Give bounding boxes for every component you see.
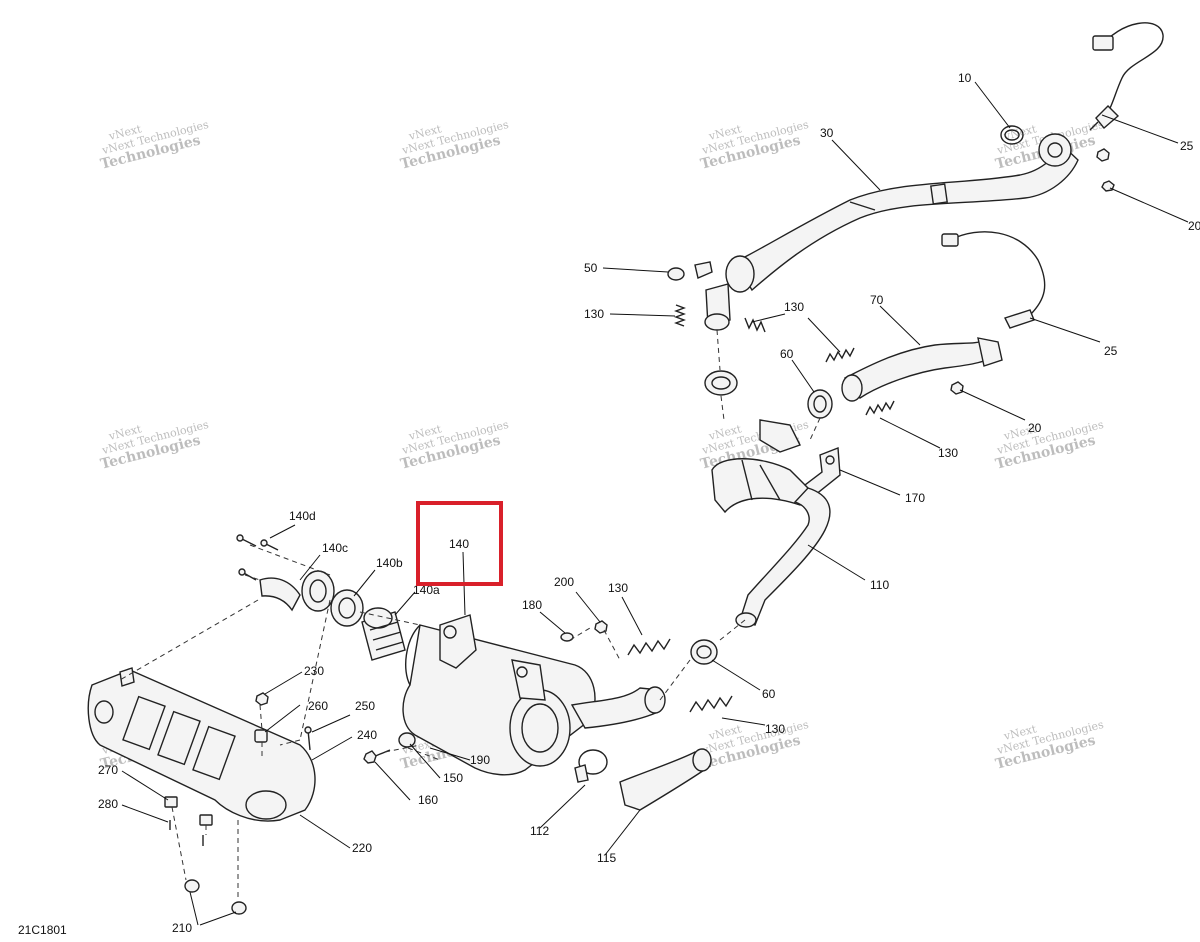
callout-140b[interactable]: 140b — [376, 556, 403, 570]
part-spring-d[interactable] — [865, 400, 895, 416]
part-clip-nut-b[interactable] — [199, 814, 213, 826]
callout-250[interactable]: 250 — [355, 699, 375, 713]
part-nut-230[interactable] — [255, 692, 269, 706]
callout-150[interactable]: 150 — [443, 771, 463, 785]
callout-25-lower[interactable]: 25 — [1104, 344, 1118, 358]
part-grommet-210-a[interactable] — [184, 879, 200, 893]
callout-260[interactable]: 260 — [308, 699, 328, 713]
callout-140c[interactable]: 140c — [322, 541, 348, 555]
callout-130-e[interactable]: 130 — [765, 722, 785, 736]
part-spring-b[interactable] — [744, 317, 766, 333]
watermark: vNext vNext Technologies Technologies — [399, 118, 510, 173]
callout-280[interactable]: 280 — [98, 797, 118, 811]
callout-112[interactable]: 112 — [530, 824, 549, 838]
part-clip-nut[interactable] — [164, 796, 178, 808]
assembly-lines — [119, 329, 821, 900]
callout-140a[interactable]: 140a — [413, 583, 440, 597]
part-spark-arrestor[interactable] — [361, 607, 406, 661]
callout-60-upper[interactable]: 60 — [780, 347, 794, 361]
part-heat-shield[interactable] — [87, 667, 316, 822]
callout-labels: 10 25 30 20 50 130 130 70 25 60 20 130 1… — [98, 71, 1200, 935]
part-clamp[interactable] — [574, 749, 608, 783]
watermark: vNext vNext Technologies Technologies — [99, 118, 210, 173]
part-spring-c[interactable] — [825, 347, 855, 363]
watermark: vNext vNext Technologies Technologies — [99, 418, 210, 473]
callout-110[interactable]: 110 — [870, 578, 889, 592]
callout-180[interactable]: 180 — [522, 598, 542, 612]
part-seal-ring-lower[interactable] — [690, 639, 718, 665]
part-gasket-ring[interactable] — [1000, 125, 1024, 145]
watermark: vNext vNext Technologies Technologies — [399, 418, 510, 473]
callout-140d[interactable]: 140d — [289, 509, 316, 523]
leader-lines — [121, 81, 1189, 926]
callout-60-lower[interactable]: 60 — [762, 687, 776, 701]
callout-70[interactable]: 70 — [870, 293, 884, 307]
part-grommet[interactable] — [667, 261, 713, 281]
callout-230[interactable]: 230 — [304, 664, 324, 678]
callout-160[interactable]: 160 — [418, 793, 438, 807]
callout-30[interactable]: 30 — [820, 126, 834, 140]
highlighted-part-box[interactable]: 140 — [416, 501, 503, 586]
callout-10[interactable]: 10 — [958, 71, 972, 85]
watermark: vNext vNext Technologies Technologies — [994, 418, 1105, 473]
part-spring-a[interactable] — [674, 304, 686, 327]
callout-20-lower[interactable]: 20 — [1028, 421, 1042, 435]
part-oxygen-sensor-upper[interactable] — [1089, 22, 1164, 131]
callout-190[interactable]: 190 — [470, 753, 490, 767]
drawing-code: 21C1801 — [18, 923, 67, 937]
callout-130-b[interactable]: 130 — [784, 300, 804, 314]
callout-220[interactable]: 220 — [352, 841, 372, 855]
part-nut-upper[interactable] — [1096, 148, 1115, 192]
part-pipe-coupler[interactable] — [704, 283, 731, 331]
callout-115[interactable]: 115 — [597, 851, 616, 865]
part-flange-gasket[interactable] — [330, 589, 364, 627]
callout-200[interactable]: 200 — [554, 575, 574, 589]
part-oxygen-sensor-lower[interactable] — [941, 231, 1046, 329]
watermark: vNext vNext Technologies Technologies — [699, 118, 810, 173]
part-seal-ring-upper[interactable] — [704, 370, 738, 396]
callout-130-a[interactable]: 130 — [584, 307, 604, 321]
part-screw-280[interactable] — [169, 820, 204, 846]
part-washer[interactable] — [560, 632, 574, 642]
callout-270[interactable]: 270 — [98, 763, 118, 777]
part-mid-pipe[interactable] — [841, 337, 1003, 402]
watermark-group: vNext vNext Technologies Technologies vN… — [99, 118, 1105, 773]
part-spring-e[interactable] — [627, 638, 671, 656]
part-elbow-flange[interactable] — [259, 570, 335, 612]
part-nut-lower[interactable] — [950, 381, 964, 395]
part-bolt-250[interactable] — [304, 726, 312, 751]
part-bolt-140d-c[interactable] — [238, 568, 257, 581]
part-header-pipe[interactable] — [725, 133, 1079, 293]
part-bolt-140d-b[interactable] — [260, 539, 279, 551]
callout-130-c[interactable]: 130 — [938, 446, 958, 460]
part-bracket[interactable] — [803, 447, 841, 496]
callout-240[interactable]: 240 — [357, 728, 377, 742]
part-seal-ring-mid[interactable] — [807, 389, 833, 419]
part-tail-pipe[interactable] — [735, 487, 831, 628]
callout-130-d[interactable]: 130 — [608, 581, 628, 595]
callout-20-upper[interactable]: 20 — [1188, 219, 1200, 233]
callout-50[interactable]: 50 — [584, 261, 598, 275]
part-tail-pipe-elbow[interactable] — [619, 748, 712, 811]
callout-170[interactable]: 170 — [905, 491, 925, 505]
part-bolt-140d-a[interactable] — [236, 534, 257, 547]
part-muffler[interactable] — [402, 614, 596, 776]
part-spring-f[interactable] — [689, 695, 733, 713]
part-resonator[interactable] — [711, 419, 811, 514]
part-muffler-outlet[interactable] — [570, 686, 666, 729]
highlight-label-140[interactable]: 140 — [449, 537, 469, 551]
part-grommet-150[interactable] — [398, 732, 416, 748]
watermark: vNext vNext Technologies Technologies — [994, 718, 1105, 773]
callout-25-upper[interactable]: 25 — [1180, 139, 1194, 153]
callout-210[interactable]: 210 — [172, 921, 192, 935]
part-spacer[interactable] — [254, 729, 268, 743]
part-grommet-210-b[interactable] — [231, 901, 247, 915]
